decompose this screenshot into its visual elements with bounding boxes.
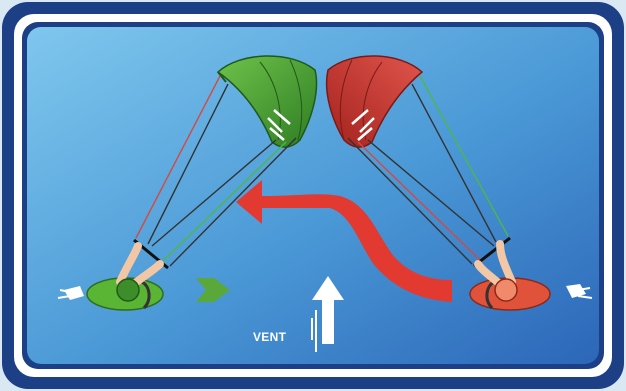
wind-label: VENT — [253, 330, 286, 344]
